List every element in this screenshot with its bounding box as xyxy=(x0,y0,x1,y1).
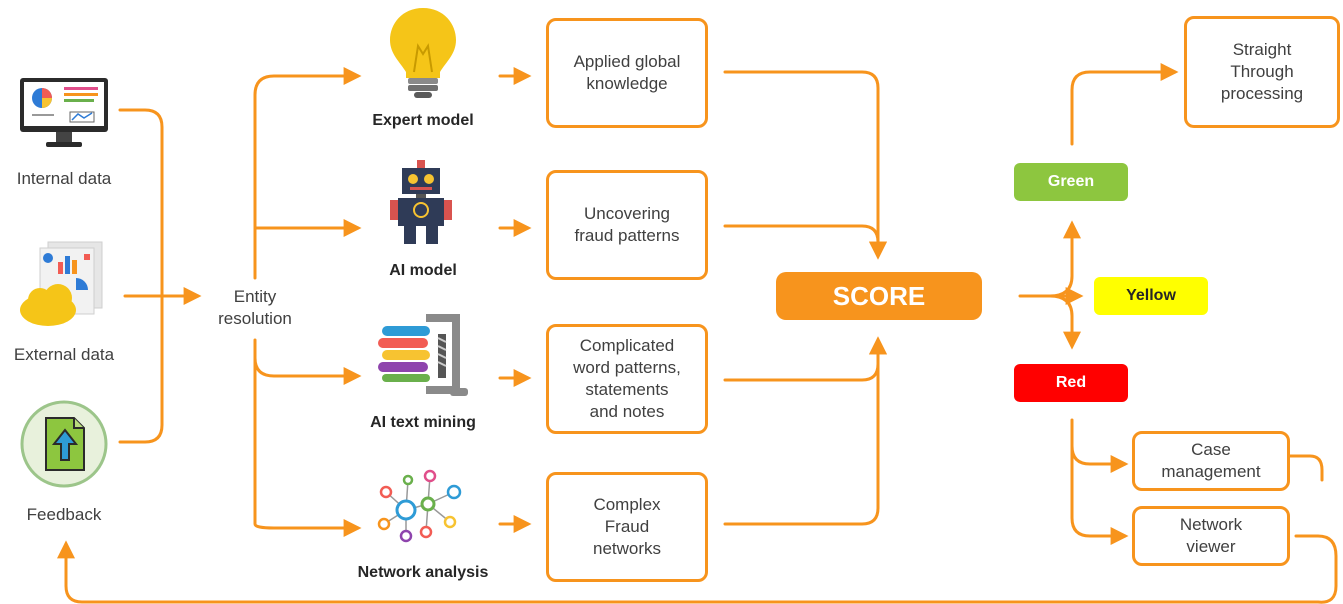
network-graph-icon xyxy=(370,462,470,557)
lightbulb-icon xyxy=(388,6,458,107)
model-label-text-mining: AI text mining xyxy=(370,414,476,431)
box-word-patterns: Complicated word patterns, statements an… xyxy=(546,324,708,434)
cloud-report-icon xyxy=(18,238,110,335)
level-red: Red xyxy=(1014,364,1128,402)
connector-box1-score xyxy=(723,70,887,260)
score-badge: SCORE xyxy=(776,272,982,320)
box-network-viewer: Network viewer xyxy=(1132,506,1290,566)
entity-resolution-label: Entity resolution xyxy=(218,287,292,328)
monitor-icon xyxy=(20,78,108,155)
connector-entity-models xyxy=(253,67,362,280)
model-label-ai: AI model xyxy=(389,262,457,279)
connector-feedback-loop xyxy=(1288,454,1324,482)
upload-document-icon xyxy=(20,400,108,493)
level-yellow: Yellow xyxy=(1094,277,1208,315)
source-feedback-label: Feedback xyxy=(26,505,102,524)
model-label-network: Network analysis xyxy=(357,564,489,581)
box-case-management: Case management xyxy=(1132,431,1290,491)
source-internal-label: Internal data xyxy=(16,169,112,188)
box-applied-knowledge: Applied global knowledge xyxy=(546,18,708,128)
source-external-label: External data xyxy=(13,345,115,364)
robot-icon xyxy=(390,160,452,251)
box-straight-through: Straight Through processing xyxy=(1184,16,1340,128)
connector-internal xyxy=(118,108,164,444)
model-label-expert: Expert model xyxy=(372,112,474,129)
books-clamp-icon xyxy=(376,314,472,405)
box-fraud-networks: Complex Fraud networks xyxy=(546,472,708,582)
level-green: Green xyxy=(1014,163,1128,201)
box-fraud-patterns: Uncovering fraud patterns xyxy=(546,170,708,280)
